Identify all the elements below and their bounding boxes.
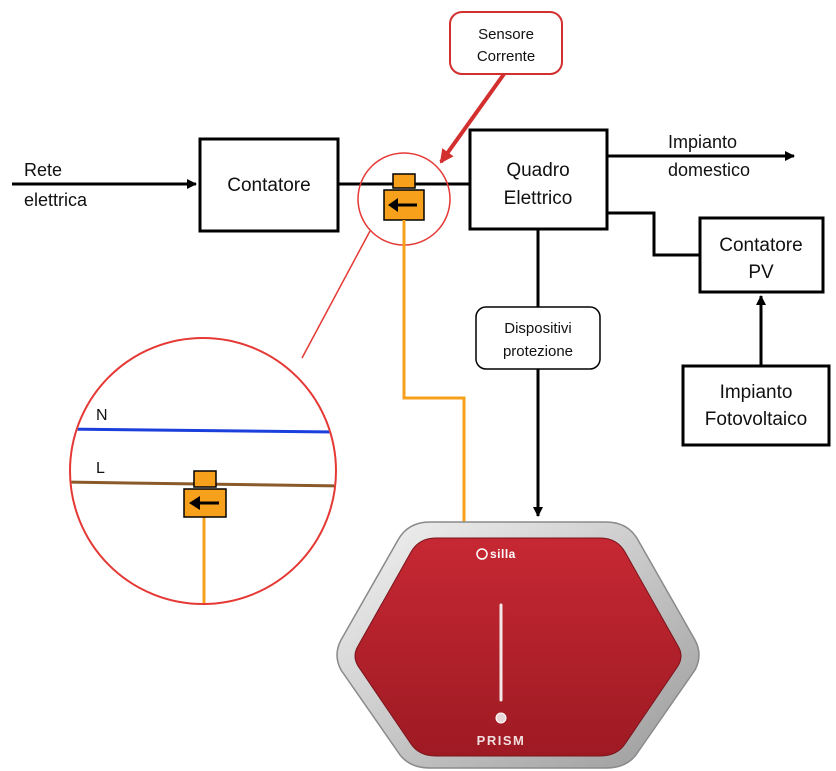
impianto-fv-label-1: Impianto bbox=[720, 382, 793, 403]
sensore-pointer-arrow bbox=[439, 72, 506, 164]
impianto-fv-label-2: Fotovoltaico bbox=[705, 409, 807, 430]
impianto-fotovoltaico-box bbox=[681, 364, 831, 447]
silla-logo: silla bbox=[490, 547, 516, 561]
contatore-pv-label-1: Contatore bbox=[719, 235, 802, 256]
impianto-domestico-label-1: Impianto bbox=[668, 132, 737, 152]
current-sensor-large bbox=[183, 470, 227, 518]
prism-charger: silla PRISM bbox=[336, 521, 700, 769]
quadro-label-1: Quadro bbox=[506, 160, 569, 181]
neutral-wire bbox=[71, 427, 335, 434]
sensore-label-2: Corrente bbox=[477, 48, 535, 65]
dispositivi-label-2: protezione bbox=[503, 343, 573, 360]
pv-meter-wire bbox=[607, 211, 700, 257]
current-sensor-small bbox=[383, 173, 425, 221]
line-label: L bbox=[96, 460, 105, 477]
zoom-connector-line bbox=[301, 230, 371, 359]
charger-status-led bbox=[495, 712, 507, 724]
contatore-pv-box bbox=[698, 216, 825, 294]
rete-label-1: Rete bbox=[24, 160, 62, 180]
contatore-label: Contatore bbox=[227, 175, 310, 196]
sensore-corrente-callout bbox=[449, 11, 563, 75]
rete-label-2: elettrica bbox=[24, 190, 88, 210]
sensore-label-1: Sensore bbox=[478, 26, 534, 43]
prism-product-label: PRISM bbox=[477, 733, 526, 748]
neutral-label: N bbox=[96, 407, 108, 424]
dispositivi-protezione-box bbox=[475, 306, 601, 370]
contatore-pv-label-2: PV bbox=[748, 262, 774, 283]
silla-logo-icon bbox=[476, 548, 488, 560]
dispositivi-label-1: Dispositivi bbox=[504, 320, 572, 337]
impianto-domestico-label-2: domestico bbox=[668, 160, 750, 180]
quadro-label-2: Elettrico bbox=[504, 188, 573, 209]
sensor-signal-wire bbox=[402, 220, 466, 523]
